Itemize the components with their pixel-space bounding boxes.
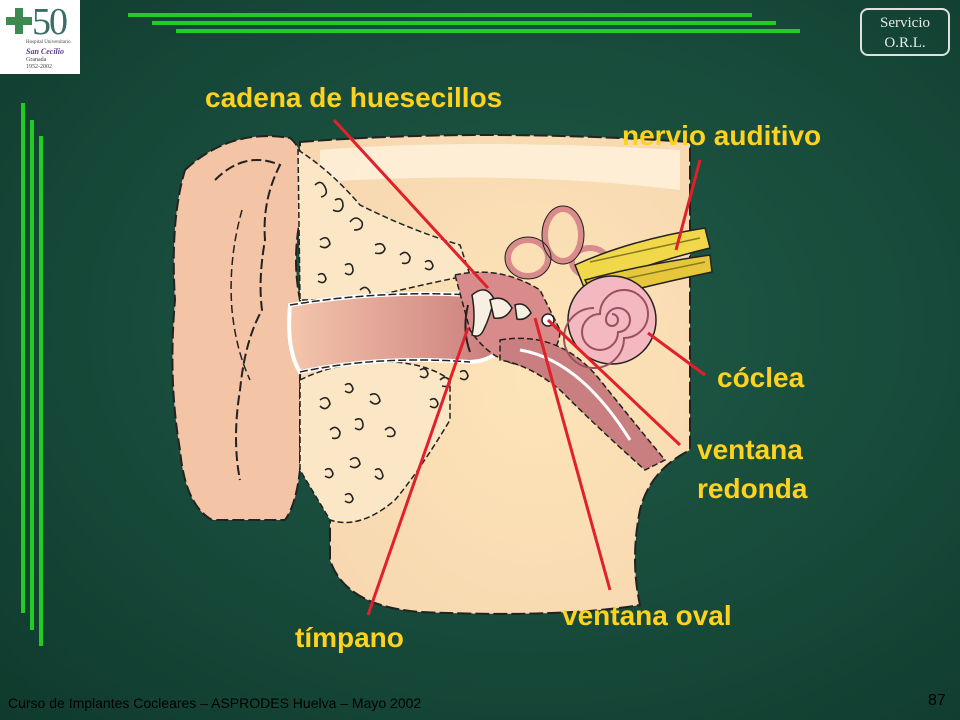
pointer-eardrum bbox=[366, 327, 470, 616]
pointer-cochlea bbox=[647, 331, 706, 377]
semicircular-canals-outline bbox=[504, 205, 585, 280]
footer-text: Curso de Implantes Cocleares – ASPRODES … bbox=[8, 695, 422, 711]
logo-number: 50 bbox=[32, 1, 68, 43]
page-number: 87 bbox=[928, 692, 946, 709]
service-badge: Servicio O.R.L. bbox=[860, 8, 950, 56]
pinna-helix-fold bbox=[214, 159, 282, 481]
side-bar-3 bbox=[39, 136, 43, 646]
bone-face bbox=[320, 144, 680, 190]
service-badge-line-2: O.R.L. bbox=[884, 35, 926, 51]
eustachian-tube-inner bbox=[519, 348, 632, 441]
pointer-auditory-nerve bbox=[674, 159, 702, 251]
service-badge-line-1: Servicio bbox=[880, 15, 930, 31]
label-auditory-nerve: nervio auditivo bbox=[622, 120, 822, 151]
ossicles bbox=[471, 289, 532, 337]
label-eardrum: tímpano bbox=[295, 622, 404, 653]
label-round-window-2: redonda bbox=[697, 473, 808, 504]
label-oval-window: ventana oval bbox=[562, 600, 732, 631]
hospital-logo: 50 Hospital Universitario San Cecilio Gr… bbox=[0, 0, 80, 74]
logo-line-3: Granada bbox=[26, 57, 47, 63]
ear-canal-outline bbox=[289, 293, 471, 373]
pinna bbox=[171, 135, 306, 521]
side-bar-2 bbox=[30, 120, 34, 630]
logo-line-2: San Cecilio bbox=[26, 47, 65, 56]
mastoid-air-cells bbox=[314, 181, 469, 504]
top-bar-1 bbox=[128, 13, 752, 17]
top-bar-2 bbox=[152, 21, 776, 25]
pointer-oval-window bbox=[533, 317, 612, 591]
logo-line-4: 1952-2002 bbox=[26, 64, 52, 70]
cochlea bbox=[563, 275, 657, 369]
top-bar-3 bbox=[176, 29, 800, 33]
label-cochlea: cóclea bbox=[717, 362, 805, 393]
label-round-window-1: ventana bbox=[697, 434, 803, 465]
medical-cross-icon bbox=[6, 8, 32, 34]
eustachian-tube bbox=[499, 337, 667, 471]
pointer-round-window bbox=[546, 318, 682, 447]
label-ossicles: cadena de huesecillos bbox=[205, 82, 503, 113]
logo-line-1: Hospital Universitario bbox=[26, 40, 71, 45]
pinna-inner-fold bbox=[230, 209, 251, 381]
pointer-ossicles bbox=[332, 118, 490, 290]
eardrum-membrane bbox=[464, 304, 471, 353]
pointer-lines bbox=[332, 118, 706, 616]
side-bar-1 bbox=[21, 103, 25, 613]
